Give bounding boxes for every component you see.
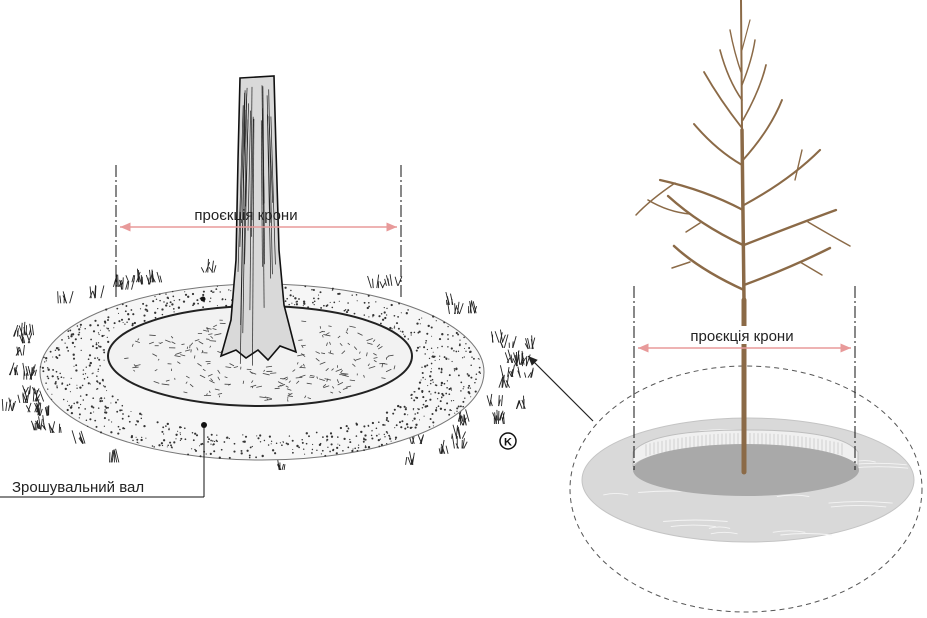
grass-tuft [36, 402, 50, 416]
mulch-texture [124, 319, 396, 402]
grass-tuft [13, 322, 24, 337]
grass-tuft [512, 353, 531, 367]
grass-tuft [32, 387, 45, 402]
grass-tuft [113, 274, 124, 288]
grass-tufts [1, 258, 536, 471]
right-illustration: проєкція крони [569, 0, 923, 613]
crown-projection-dimension-right [633, 286, 856, 470]
left-illustration: проєкція крони Зрошувальний вал K [0, 75, 536, 498]
grass-tuft [517, 366, 534, 378]
grass-tuft [1, 397, 16, 412]
grass-tuft [71, 430, 86, 444]
berm-stipple [39, 283, 481, 459]
grass-tuft [384, 274, 403, 286]
young-tree [635, 0, 851, 475]
grass-tuft [504, 349, 520, 364]
grass-tuft [8, 362, 19, 376]
grass-tuft [499, 334, 517, 349]
berm-label: Зрошувальний вал [12, 479, 144, 496]
grass-tuft [22, 362, 37, 377]
grass-tuft [524, 335, 536, 350]
grass-tuft [515, 395, 526, 410]
grass-tuft [23, 321, 34, 336]
grass-tuft [438, 439, 449, 454]
grass-tuft [405, 451, 415, 465]
crown-projection-label-right: проєкція крони [690, 328, 793, 345]
copyright-mark: K [499, 432, 517, 450]
grass-tuft [447, 301, 464, 315]
grass-tuft [445, 291, 454, 305]
grass-tuft [493, 410, 505, 425]
trunk [219, 75, 298, 366]
grass-tuft [22, 385, 40, 395]
grass-tuft [468, 300, 478, 314]
grass-tuft [89, 285, 105, 299]
grass-tuft [491, 329, 506, 343]
pointer-arrow [527, 355, 594, 422]
grass-tuft [17, 388, 30, 404]
grass-tuft [138, 270, 154, 285]
grass-tuft [499, 364, 515, 378]
grass-tuft [109, 448, 120, 463]
crown-projection-dimension [115, 165, 402, 300]
grass-tuft [125, 268, 141, 283]
grass-tuft [57, 290, 74, 304]
svg-text:K: K [504, 437, 512, 449]
grass-tuft [23, 366, 35, 380]
grass-tuft [35, 415, 46, 430]
grass-tuft [457, 408, 470, 422]
grass-tuft [492, 409, 505, 421]
grass-tuft [200, 258, 217, 273]
grass-tuft [451, 435, 468, 449]
grass-tuft [48, 421, 62, 434]
grass-tuft [276, 459, 286, 471]
grass-tuft [486, 393, 503, 407]
berm-leader [0, 296, 207, 498]
grass-tuft [451, 424, 466, 439]
crown-projection-label-left: проєкція крони [194, 207, 297, 224]
grass-tuft [367, 274, 386, 289]
grass-tuft [15, 344, 25, 356]
grass-tuft [19, 331, 33, 344]
grass-tuft [148, 269, 163, 283]
bark-lines [237, 85, 276, 366]
dashed-boundary [569, 365, 923, 613]
